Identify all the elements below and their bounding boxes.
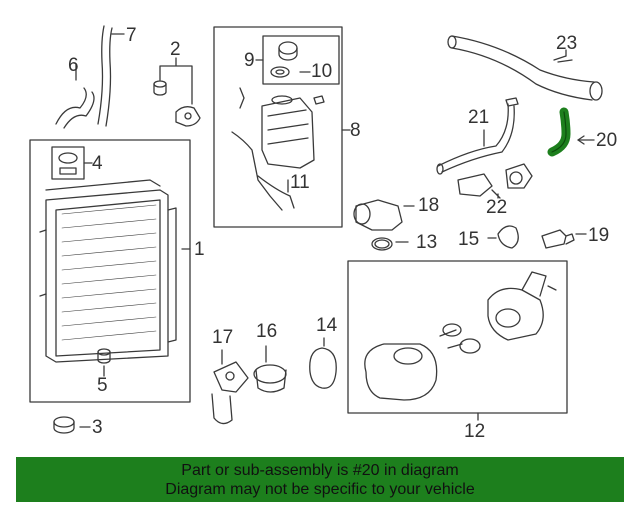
callout-17: 17 <box>212 327 234 348</box>
thermostat-housing-frame <box>347 260 568 414</box>
callout-19: 19 <box>588 225 610 246</box>
fitting-22 <box>457 163 533 199</box>
callout-1: 1 <box>194 239 205 260</box>
callout-22: 22 <box>486 197 508 218</box>
hose-11 <box>257 175 295 209</box>
banner-line-2: Diagram may not be specific to your vehi… <box>165 481 475 498</box>
hose-7 <box>97 25 113 127</box>
callout-6: 6 <box>68 55 79 76</box>
diagram-drawing <box>29 25 603 434</box>
callout-2: 2 <box>170 39 181 60</box>
coolant-reservoir <box>231 87 325 211</box>
water-outlet-17 <box>211 349 249 425</box>
callout-21: 21 <box>468 107 490 128</box>
pipe-21 <box>436 97 519 175</box>
cap-seal <box>270 66 290 78</box>
banner-line-1: Part or sub-assembly is #20 in diagram <box>181 462 459 479</box>
gasket-13 <box>371 237 409 251</box>
pipe-23 <box>447 35 603 101</box>
thermostat <box>253 345 287 393</box>
part-5 <box>97 348 111 377</box>
callout-13: 13 <box>416 232 438 253</box>
part-3 <box>53 416 91 434</box>
hose-6 <box>55 87 95 129</box>
radiator <box>39 179 177 363</box>
info-banner: Part or sub-assembly is #20 in diagram D… <box>16 457 624 502</box>
seal-15 <box>487 225 519 249</box>
sensor-19 <box>541 229 587 249</box>
callout-8: 8 <box>350 120 361 141</box>
callout-14: 14 <box>316 315 338 336</box>
water-outlet-18 <box>353 199 415 231</box>
gasket-14 <box>309 337 337 389</box>
callout-20: 20 <box>596 130 618 151</box>
radiator-frame <box>29 139 191 403</box>
callout-9: 9 <box>244 50 255 71</box>
callout-7: 7 <box>126 25 137 46</box>
callout-15: 15 <box>458 229 480 250</box>
callout-3: 3 <box>92 417 103 438</box>
leader-9-10 <box>255 59 311 73</box>
callout-10: 10 <box>311 61 333 82</box>
callout-23: 23 <box>556 33 578 54</box>
callout-11: 11 <box>290 172 310 193</box>
reservoir-frame <box>213 26 343 228</box>
part-2 <box>153 57 201 127</box>
callout-12: 12 <box>464 421 486 442</box>
thermostat-housing-assembly <box>364 271 557 401</box>
callout-5: 5 <box>97 375 108 396</box>
callout-16: 16 <box>256 321 278 342</box>
callout-18: 18 <box>418 195 440 216</box>
hose-20-highlighted <box>547 107 595 157</box>
part-4 <box>58 152 93 175</box>
callout-4: 4 <box>92 153 103 174</box>
reservoir-cap <box>278 41 298 61</box>
